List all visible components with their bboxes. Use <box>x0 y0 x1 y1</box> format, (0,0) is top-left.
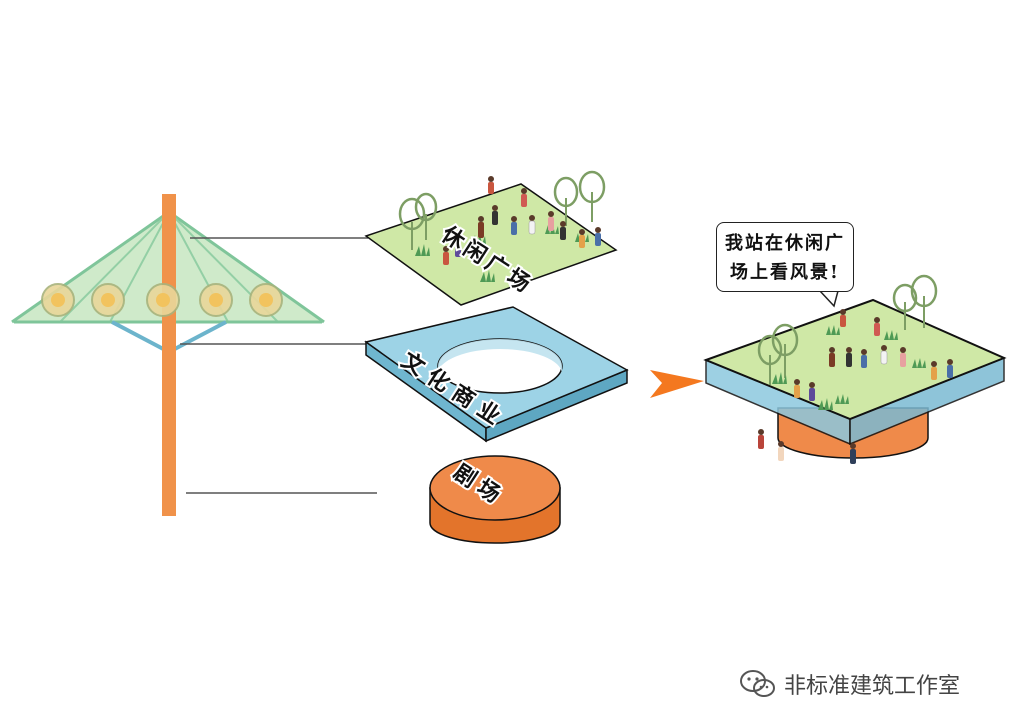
tree-icon <box>757 274 938 385</box>
watermark: 非标准建筑工作室 <box>738 664 960 704</box>
flower-icon <box>41 283 283 317</box>
grass-icon <box>772 325 926 410</box>
watermark-text: 非标准建筑工作室 <box>784 674 961 699</box>
commerce-layer: 文化商业 <box>364 306 629 443</box>
tree-icon <box>398 170 606 250</box>
people-icon <box>758 309 953 464</box>
theater-layer: 剧场 <box>429 455 561 544</box>
umbrella-icon <box>11 194 325 516</box>
arrow-icon <box>650 370 704 398</box>
combined-model <box>703 274 1007 464</box>
speech-bubble-line1: 我站在休闲广 <box>725 233 845 254</box>
speech-bubble-line2: 场上看风景! <box>730 262 840 283</box>
speech-bubble: 我站在休闲广 场上看风景! <box>716 222 854 292</box>
plaza-layer: 休闲广场 <box>364 170 618 306</box>
people-icon <box>443 176 601 265</box>
wechat-icon <box>740 670 775 697</box>
